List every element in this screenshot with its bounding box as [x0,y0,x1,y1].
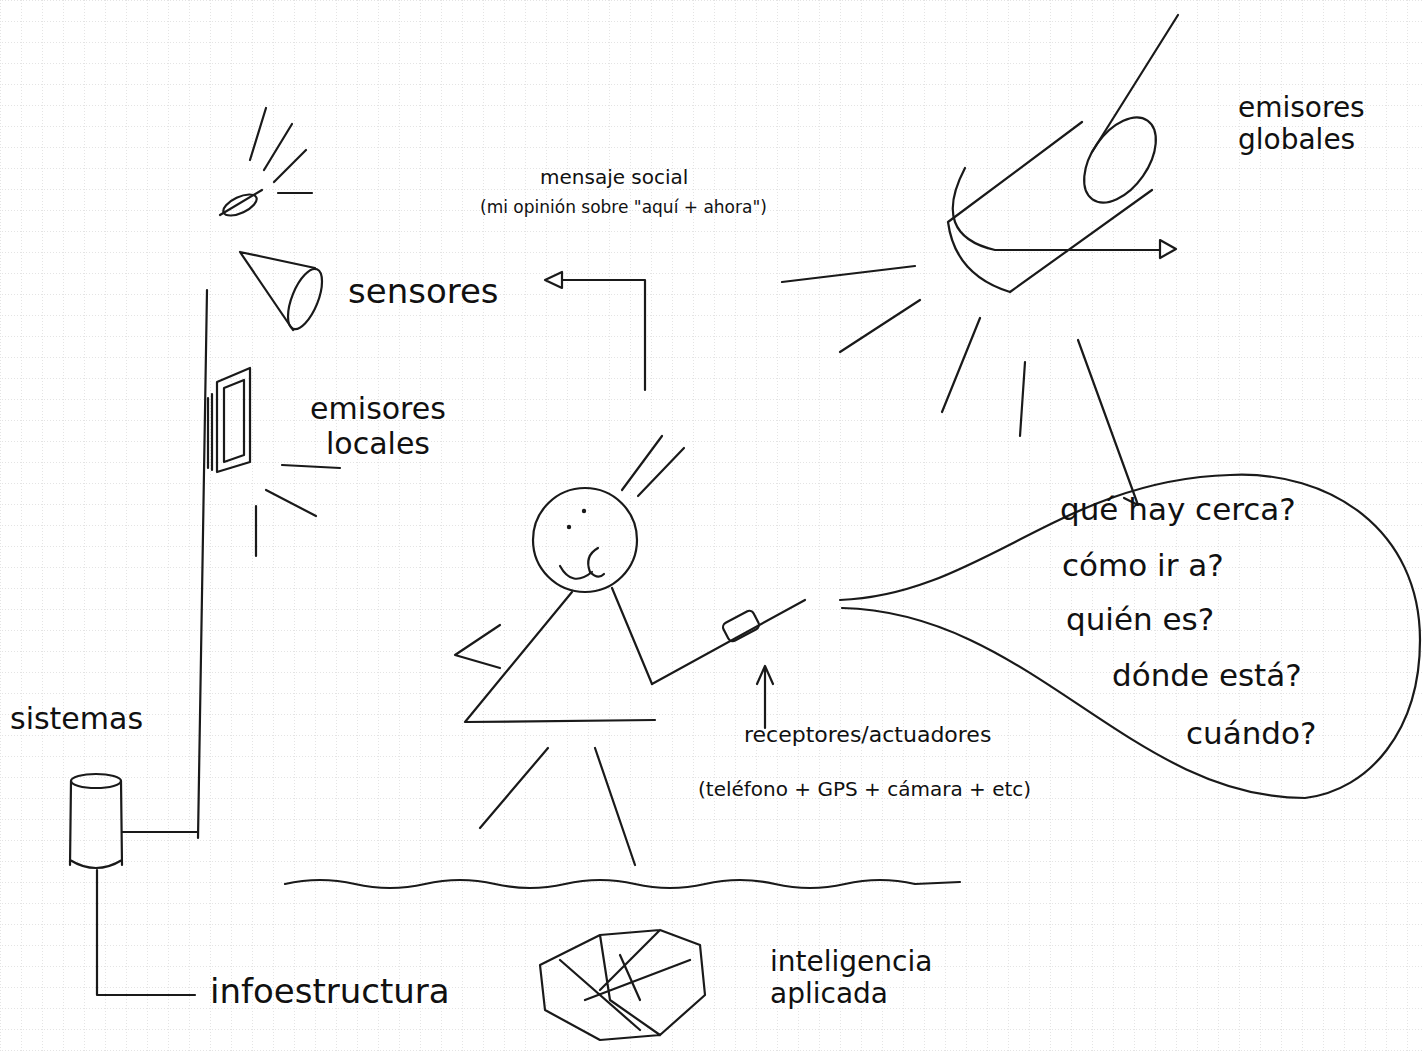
sketch-label: (teléfono + GPS + cámara + etc) [698,778,1031,801]
question-text: qué hay cerca? [1060,492,1296,526]
person-arm [652,600,805,684]
sketch-label: sensores [348,272,499,311]
sketch-label: sistemas [10,702,143,737]
system-wires [97,832,198,995]
cone-sides [240,252,315,330]
question-text: dónde está? [1112,658,1302,692]
leader-line [1078,340,1138,505]
person-legs [480,748,635,865]
person-smile [560,548,604,579]
sensor-cone-symbol [240,252,329,334]
person-hair [622,436,684,496]
person-head [533,488,637,592]
message-arrowhead [545,272,562,288]
sketch-label: infoestructura [210,972,450,1011]
systems-cylinder [70,774,198,995]
sketch-label: inteligencia aplicada [770,946,950,1010]
question-text: cómo ir a? [1062,548,1224,582]
pole-line [198,290,207,838]
sketch-label: receptores/actuadores [744,722,991,747]
satellite-end [1070,105,1171,216]
sensor-rays [220,108,312,215]
cylinder-top [71,774,121,788]
sketch-label: emisores locales [298,392,458,461]
satellite-rays [782,266,1025,436]
satellite-body [948,122,1152,292]
bubble-path [840,475,1420,798]
satellite-symbol [782,15,1178,505]
speech-bubble: qué hay cerca? cómo ir a? quién es? dónde e… [830,462,1424,812]
emitter-rays [256,465,340,556]
question-text: cuándo? [1186,716,1316,750]
message-arrow [562,280,645,390]
emitter-panel [208,368,250,472]
satellite-antenna [1092,15,1178,152]
cone-mouth [281,264,329,333]
rotation-arrowhead [1160,240,1176,258]
sketch-label: emisores globales [1238,92,1388,156]
ground-line [285,880,960,888]
sensor-top-symbol [220,108,312,220]
person-eye [567,525,571,529]
sketch-label: (mi opinión sobre "aquí + ahora") [480,198,767,218]
phone-device [721,609,760,643]
network-symbol [540,930,705,1040]
device-arrow [757,666,773,728]
network-graph [540,930,705,1040]
person-arm [455,625,500,668]
question-text: quién es? [1066,602,1214,636]
person-eye [582,509,586,513]
person-body [465,588,655,722]
rotation-arrow [953,168,1160,250]
cylinder-body [70,781,122,868]
sketch-label: mensaje social [540,166,688,189]
